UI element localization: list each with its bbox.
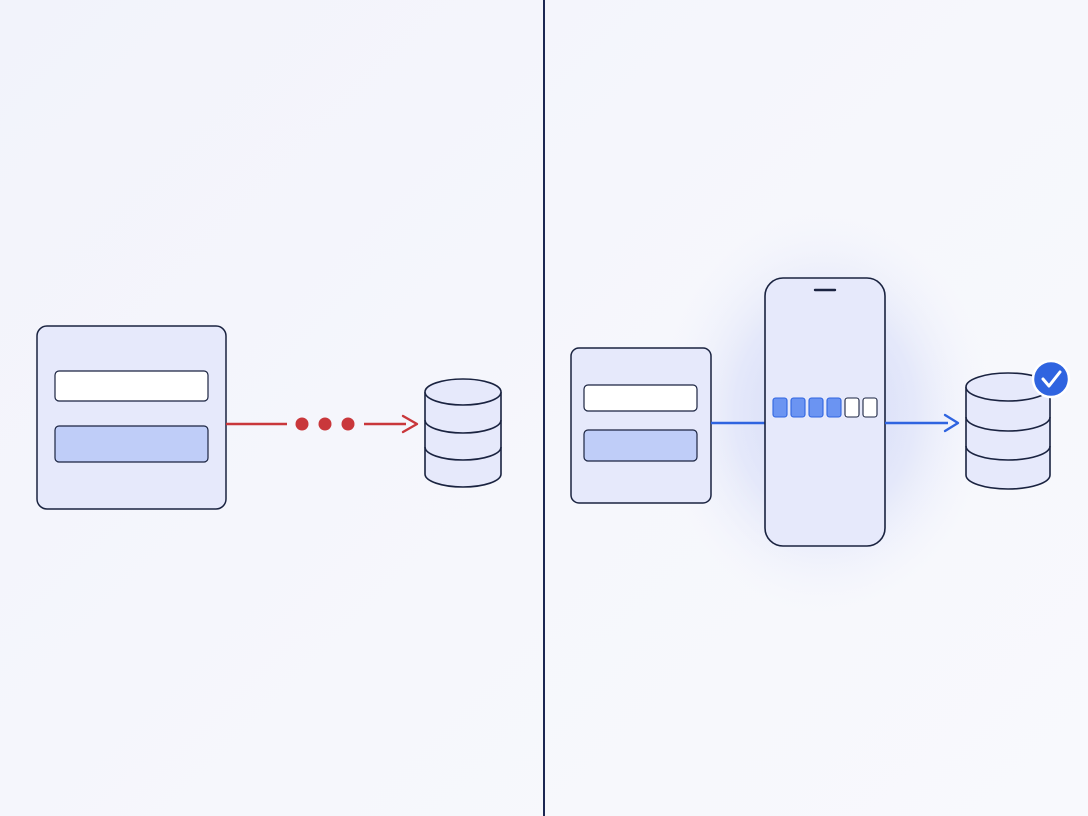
phone-body xyxy=(764,277,886,547)
right-connector-out xyxy=(885,413,960,433)
verification-code-boxes xyxy=(772,397,878,418)
left-database-body xyxy=(424,392,502,488)
right-form-card-body xyxy=(570,347,712,504)
left-database-ring xyxy=(424,419,502,434)
code-box-filled xyxy=(826,397,842,418)
right-connector-arrowhead xyxy=(943,413,960,433)
right-database-icon xyxy=(965,372,1051,490)
check-badge-circle xyxy=(1031,359,1071,399)
right-form-card xyxy=(570,347,712,504)
left-broken-connector xyxy=(226,414,419,434)
left-connector-dot xyxy=(318,417,332,431)
right-form-field-empty xyxy=(583,384,698,412)
left-form-field-empty xyxy=(54,370,209,402)
left-database-ring xyxy=(424,446,502,461)
code-box-empty xyxy=(844,397,860,418)
code-box-filled xyxy=(772,397,788,418)
left-form-card-body xyxy=(36,325,227,510)
right-panel xyxy=(570,212,1071,612)
right-database-ring xyxy=(965,416,1051,432)
left-connector-arrowhead xyxy=(401,414,419,434)
right-database-ring xyxy=(965,445,1051,461)
left-connector-dot xyxy=(295,417,309,431)
left-form-card xyxy=(36,325,227,510)
right-database-body xyxy=(965,387,1051,490)
left-form-field-filled xyxy=(54,425,209,463)
left-panel xyxy=(36,325,502,510)
check-mark xyxy=(1041,370,1062,388)
code-box-empty xyxy=(862,397,878,418)
check-circle-icon xyxy=(1031,359,1071,399)
left-database-icon xyxy=(424,378,502,488)
right-form-field-filled xyxy=(583,429,698,462)
left-database-top xyxy=(424,378,502,406)
code-box-filled xyxy=(808,397,824,418)
left-connector-dot xyxy=(341,417,355,431)
smartphone-icon xyxy=(764,277,886,547)
code-box-filled xyxy=(790,397,806,418)
